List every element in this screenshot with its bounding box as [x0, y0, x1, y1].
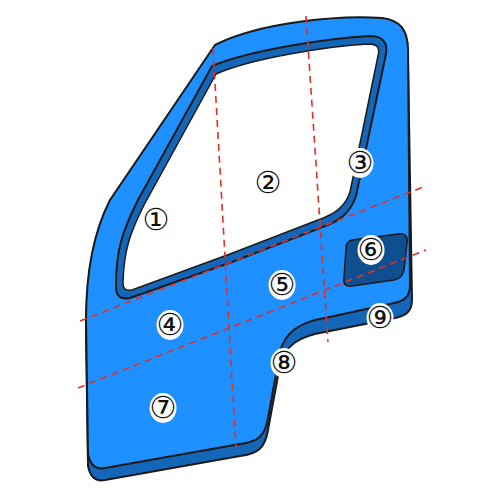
callout-number: ⑤ [269, 270, 296, 300]
door-panel [86, 17, 410, 468]
callout-number: ② [255, 168, 282, 198]
callout-number: ⑥ [358, 235, 385, 265]
callout-number: ⑨ [367, 303, 394, 333]
callout-number: ③ [347, 148, 374, 178]
callout-number: ⑦ [150, 393, 177, 423]
callout-number: ① [143, 205, 170, 235]
handle-recess [344, 234, 407, 286]
section-lines [78, 16, 426, 448]
callout-number: ④ [157, 310, 184, 340]
callout-number: ⑧ [271, 348, 298, 378]
window-glass [123, 44, 379, 290]
